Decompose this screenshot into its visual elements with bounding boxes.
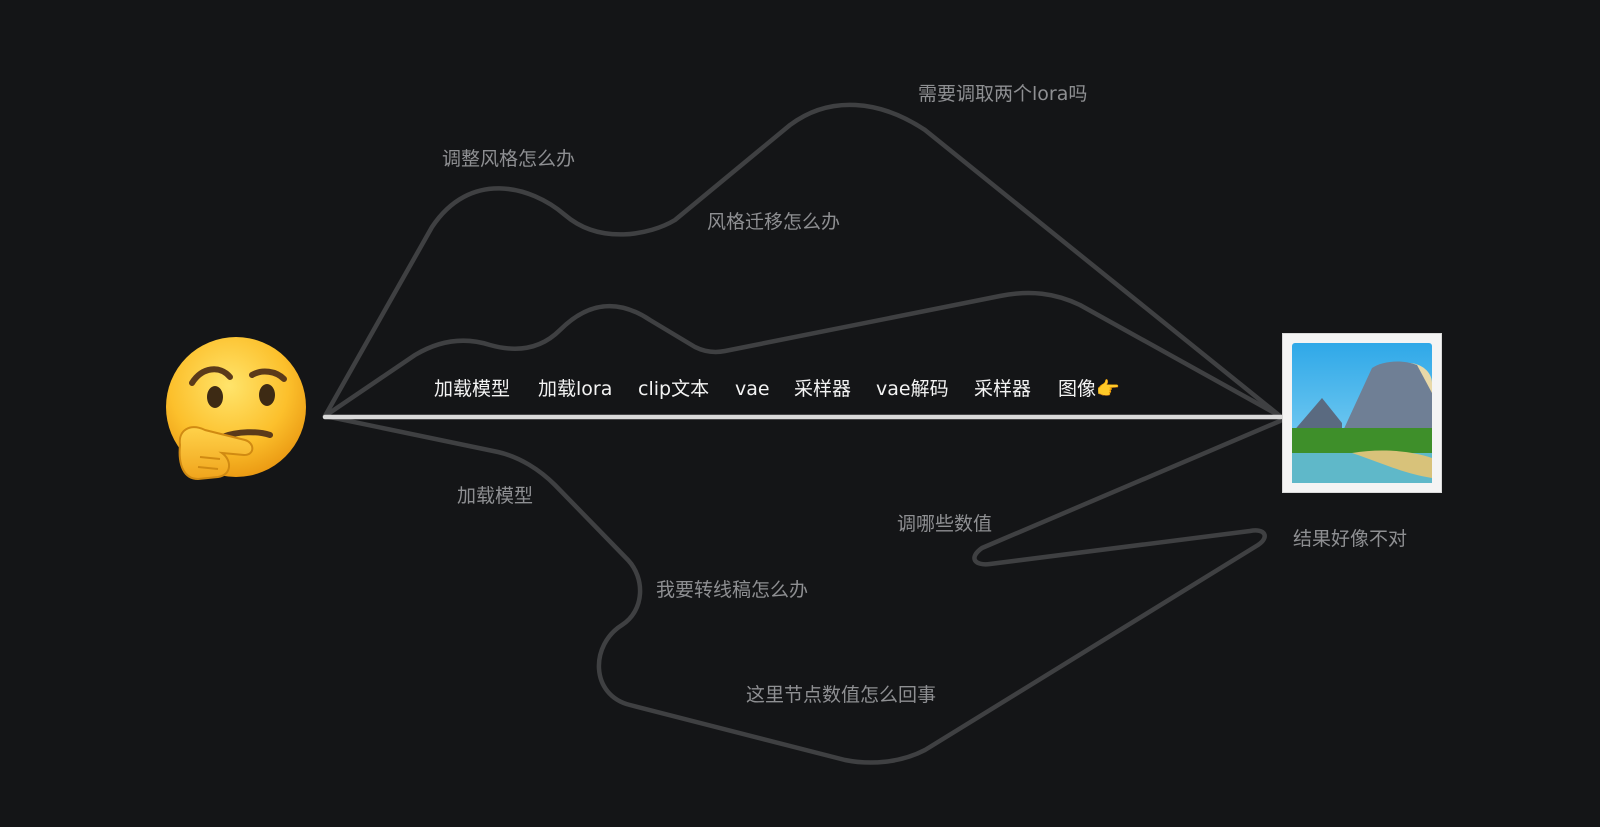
main-step-vae-decode[interactable]: vae解码 bbox=[876, 378, 949, 400]
branch-label-two-lora[interactable]: 需要调取两个lora吗 bbox=[918, 83, 1088, 105]
main-step-sampler[interactable]: 采样器 bbox=[794, 378, 852, 400]
branch-label-which-values[interactable]: 调哪些数值 bbox=[897, 513, 993, 535]
branch-label-style-transfer[interactable]: 风格迁移怎么办 bbox=[707, 211, 841, 233]
branch-label-load-model[interactable]: 加载模型 bbox=[457, 485, 534, 507]
main-step-load-lora[interactable]: 加载lora bbox=[538, 378, 613, 400]
main-step-sampler-2[interactable]: 采样器 bbox=[974, 378, 1032, 400]
branch-label-adjust-style[interactable]: 调整风格怎么办 bbox=[442, 148, 576, 170]
framed-picture-icon bbox=[1282, 333, 1442, 493]
branch-label-node-values[interactable]: 这里节点数值怎么回事 bbox=[746, 684, 937, 706]
branch-label-result-wrong[interactable]: 结果好像不对 bbox=[1293, 528, 1408, 550]
branch-path-lower bbox=[322, 413, 1283, 765]
branch-path-adjust-style bbox=[322, 102, 1283, 419]
branch-path-style-transfer bbox=[322, 290, 1283, 419]
main-step-load-model[interactable]: 加载模型 bbox=[434, 378, 511, 400]
main-step-image[interactable]: 图像👉 bbox=[1058, 378, 1120, 400]
thinking-face-icon bbox=[166, 337, 306, 481]
main-step-vae[interactable]: vae bbox=[735, 378, 770, 400]
main-step-clip-text[interactable]: clip文本 bbox=[638, 378, 710, 400]
branch-label-line-art[interactable]: 我要转线稿怎么办 bbox=[656, 579, 809, 601]
